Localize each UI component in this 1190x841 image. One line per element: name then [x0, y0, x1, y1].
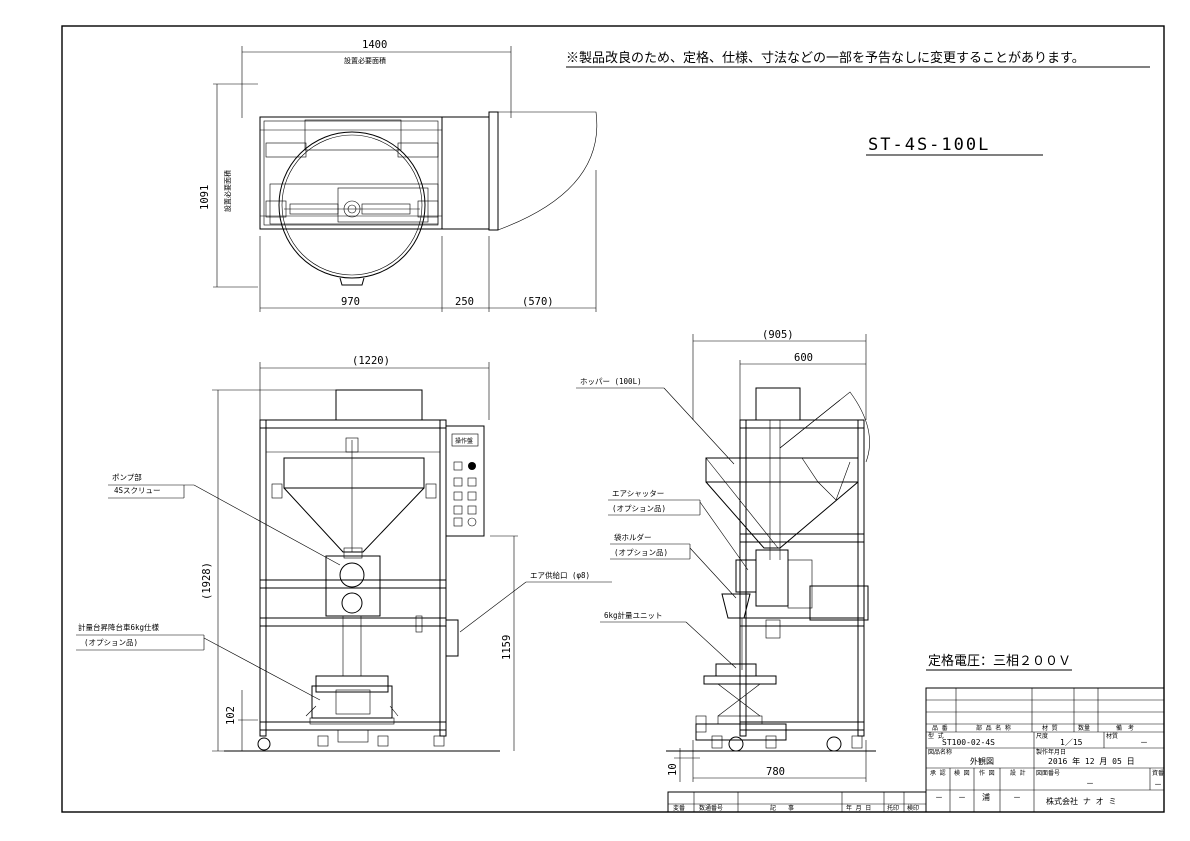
tb-h-check: 検 図: [954, 769, 970, 777]
dim-570: (570): [522, 296, 554, 308]
dim-1091: 1091: [199, 185, 211, 210]
label-bag-option: (オプション品): [614, 548, 668, 557]
tb-h-sheet: 資番: [1152, 769, 1164, 777]
label-air: エア供給口 (φ8): [530, 570, 590, 580]
dim-250: 250: [455, 296, 474, 308]
tb-h-qty: 数量: [1078, 724, 1090, 732]
tb-h-material2: 材質: [1106, 732, 1118, 740]
rev-h-change: 変番: [673, 804, 685, 812]
tb-date-value: 2016 年 12 月 05 日: [1048, 756, 1135, 766]
dim-1091-label: 設置必要面積: [223, 170, 232, 212]
tb-design-value: －: [1013, 793, 1021, 802]
rev-h-date: 年 月 日: [846, 804, 871, 812]
title-block: 品 番 部 品 名 称 材 質 数量 備 考 型 式 ST100-02-4S 尺…: [925, 687, 1165, 813]
rev-h-stamp: 托印: [887, 804, 899, 812]
tb-h-part-name: 部 品 名 称: [976, 724, 1011, 732]
tb-material-value: －: [1140, 738, 1148, 747]
tb-h-drawing-no: 図面番号: [1036, 770, 1060, 777]
tb-h-material: 材 質: [1042, 724, 1058, 732]
label-shutter-option: (オプション品): [612, 504, 666, 513]
dim-1928: (1928): [201, 562, 213, 600]
label-scale-option: (オプション品): [84, 638, 138, 647]
dim-1400-label: 設置必要面積: [344, 56, 386, 65]
tb-h-drawing-name: 図品名称: [928, 748, 952, 756]
tb-h-scale: 尺度: [1036, 732, 1048, 740]
revision-block: 変番 数通番号 記 事 年 月 日 托印 検印: [667, 791, 927, 813]
dim-1159: 1159: [501, 635, 513, 660]
label-scale: 計量台昇降台車6kg仕様: [78, 622, 160, 632]
tb-h-type: 型 式: [928, 732, 944, 740]
label-screw: 4Sスクリュー: [114, 486, 161, 495]
dim-102: 102: [225, 706, 237, 725]
rev-h-inspect: 検印: [907, 804, 919, 812]
tb-approve-value: －: [935, 793, 943, 802]
tb-company: 株式会社 ナ オ ミ: [1046, 796, 1116, 806]
dim-10: 10: [667, 763, 679, 776]
label-hopper: ホッパー (100L): [580, 377, 642, 386]
tb-h-remarks: 備 考: [1116, 724, 1134, 732]
panel-label: 操作盤: [455, 437, 473, 445]
tb-h-date: 製作年月日: [1036, 748, 1066, 756]
model-title: ST-4S-100L: [868, 135, 990, 155]
rev-h-change-no: 数通番号: [699, 804, 723, 812]
voltage-text: 定格電圧：三相２００Ｖ: [928, 653, 1071, 669]
dim-780: 780: [766, 766, 785, 778]
tb-sheet-value: －: [1154, 780, 1162, 789]
tb-check-value: －: [958, 793, 966, 802]
dim-1220: (1220): [352, 355, 390, 367]
tb-h-approve: 承 認: [930, 769, 946, 777]
tb-drawing-no-value: －: [1086, 779, 1094, 788]
tb-h-item-no: 品 番: [932, 725, 948, 732]
dim-600: 600: [794, 352, 813, 364]
dim-1400: 1400: [362, 39, 387, 51]
side-view: (905) 600: [576, 329, 876, 782]
tb-drawing-name-value: 外観図: [970, 756, 994, 766]
label-scale-unit: 6kg計量ユニット: [604, 610, 663, 620]
label-pump: ポンプ部: [112, 472, 142, 482]
top-view: 1400 設置必要面積 1091 設置必要面積: [199, 39, 598, 312]
label-bag: 袋ホルダー: [614, 532, 652, 542]
tb-scale-value: 1／15: [1060, 738, 1083, 747]
tb-type-value: ST100-02-4S: [942, 738, 995, 747]
rev-h-record: 記 事: [770, 804, 794, 812]
tb-draw-value: 浦: [982, 792, 990, 802]
sheet-border: [61, 25, 1165, 813]
dim-905: (905): [762, 329, 794, 341]
front-view: (1220) (1928) 102 1159: [76, 355, 612, 752]
notice-text: ※製品改良のため、定格、仕様、寸法などの一部を予告なしに変更することがあります。: [566, 50, 1085, 66]
label-shutter: エアシャッター: [612, 489, 664, 498]
dim-970: 970: [341, 296, 360, 308]
tb-h-design: 設 計: [1010, 769, 1026, 777]
tb-h-draw: 作 図: [979, 769, 995, 777]
